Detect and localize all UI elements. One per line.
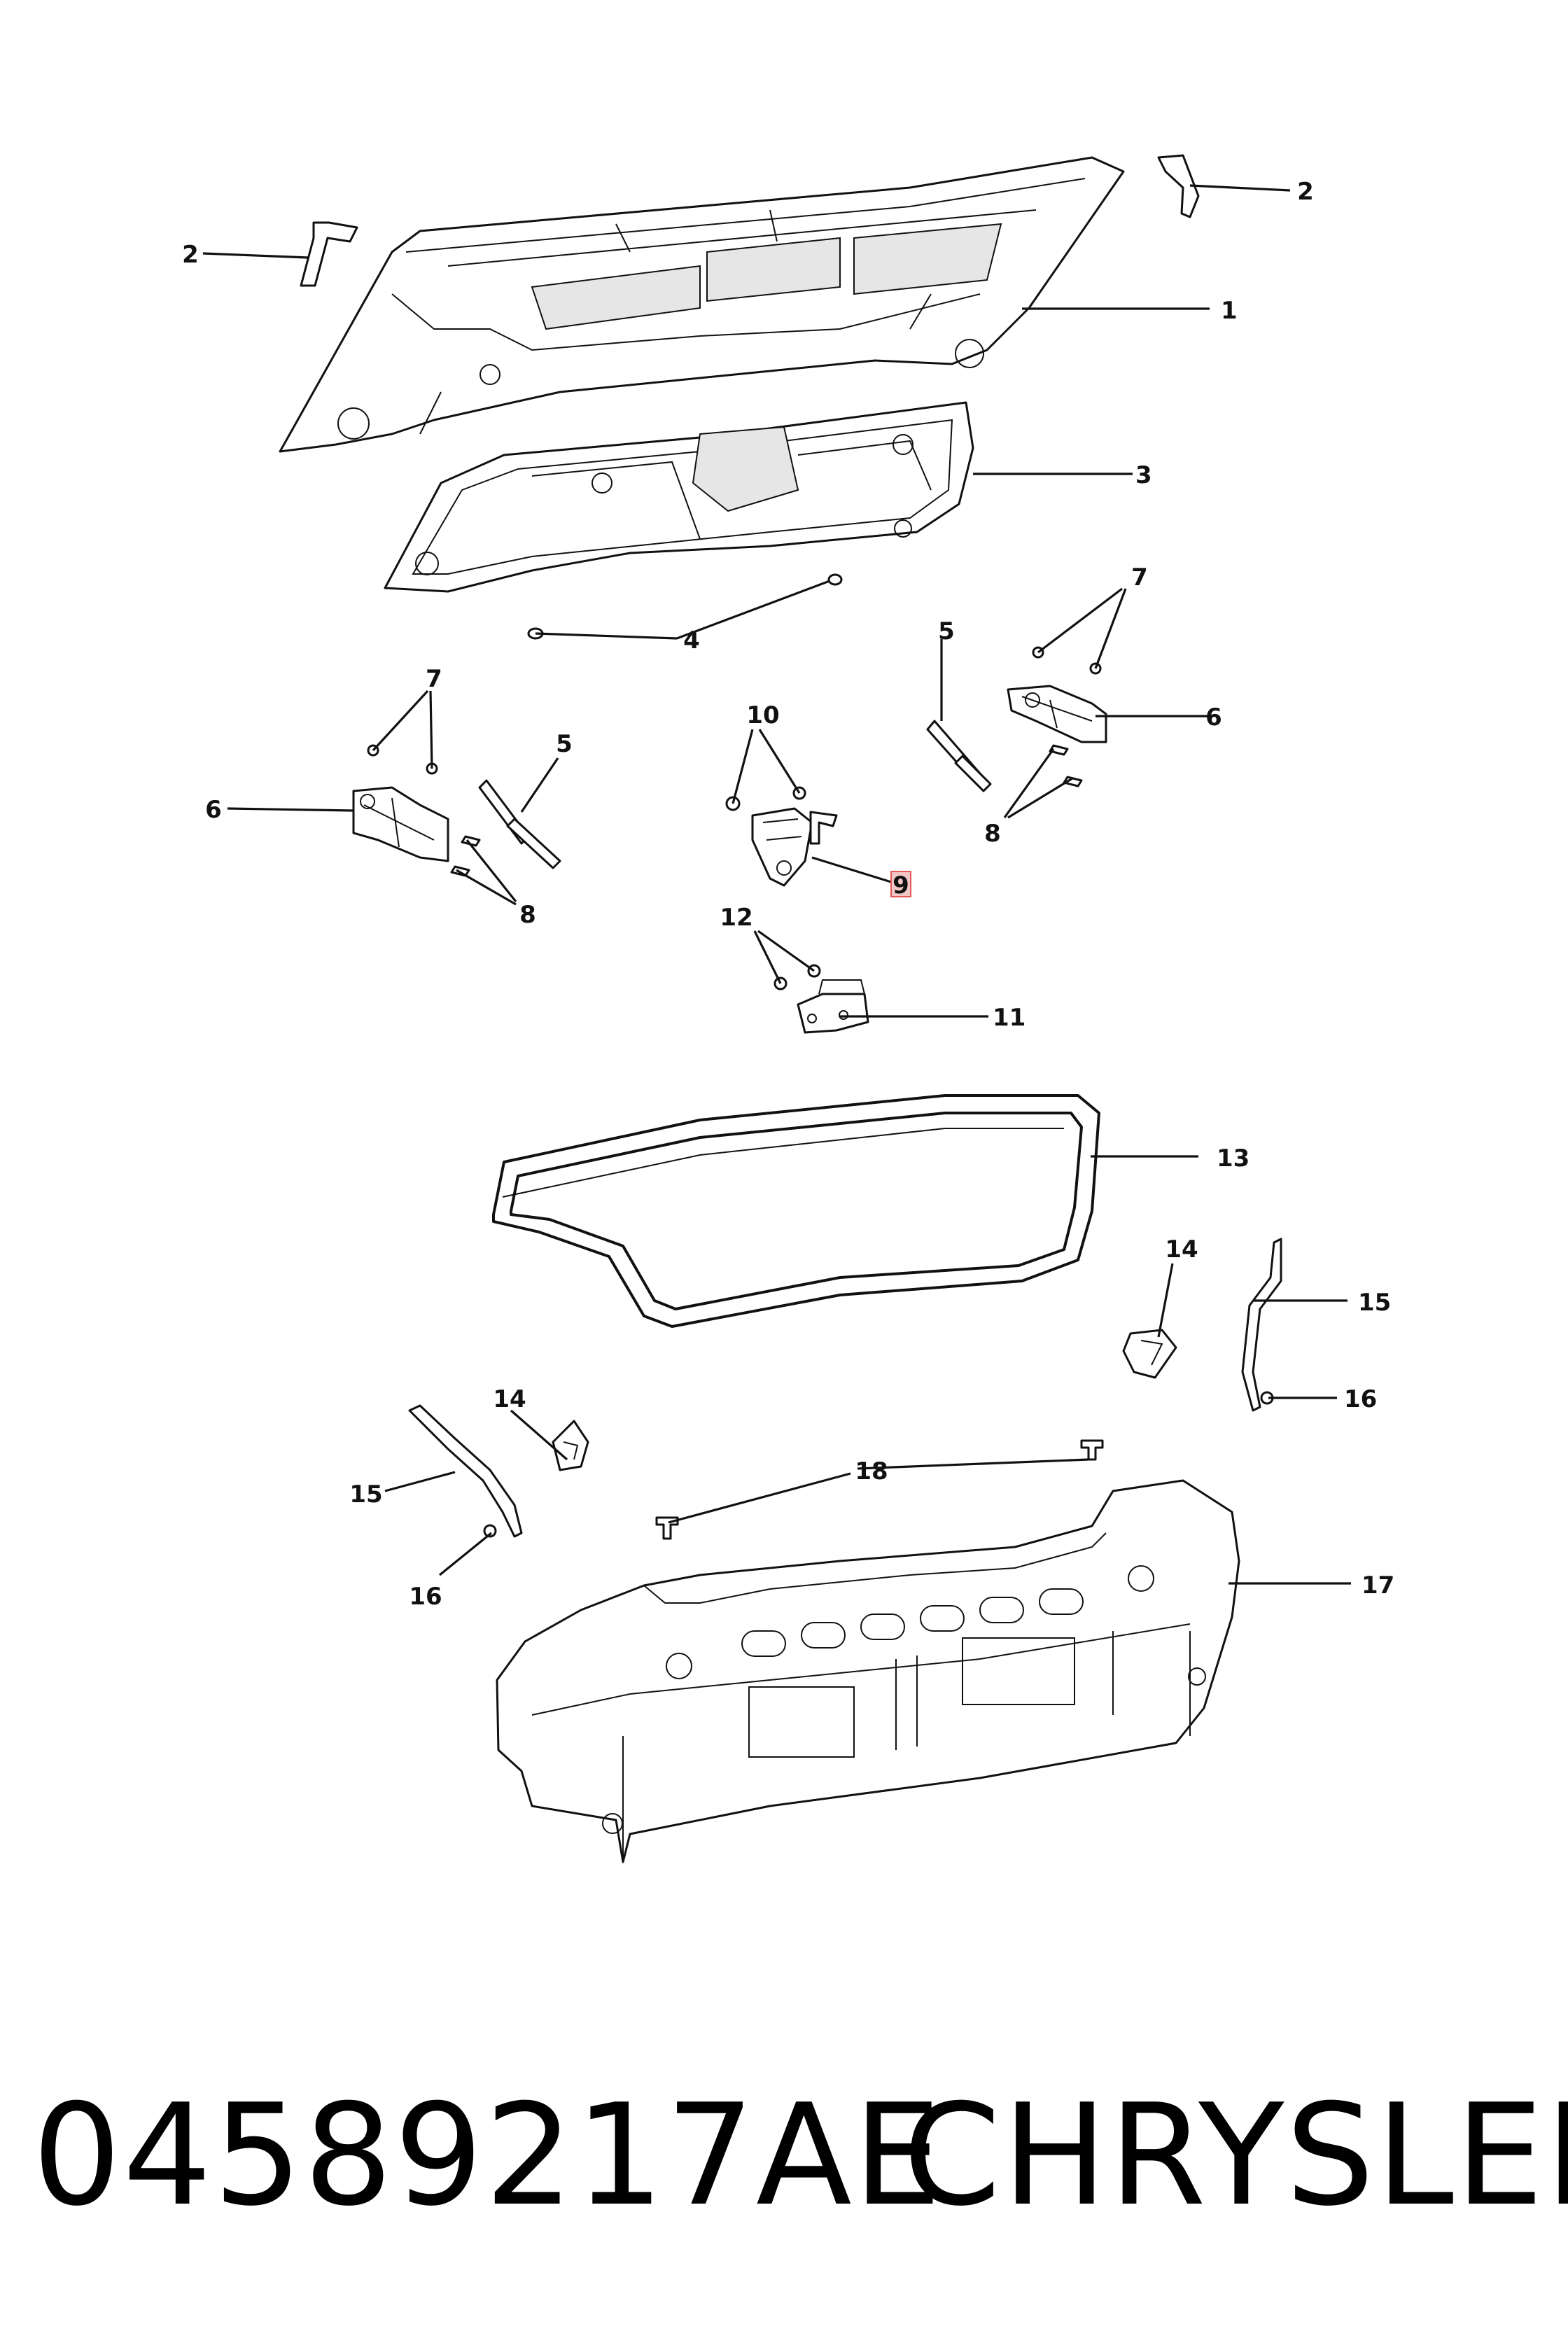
clips: [483, 1391, 1274, 1538]
callout-14-left: 14: [493, 1385, 526, 1413]
exploded-parts-diagram: 1 2 2 3 4 5 5 6 6 7 7 8 8 9 10 11 12 13 …: [182, 154, 1394, 1863]
callout-15-left: 15: [349, 1480, 382, 1508]
callout-4: 4: [683, 626, 700, 654]
callout-9: 9: [892, 872, 909, 899]
callout-16-right: 16: [1344, 1385, 1377, 1413]
callout-9-highlight: [890, 871, 911, 897]
footer-caption: 04589217AE CHRYSLER: [0, 2072, 1568, 2240]
brand-name: CHRYSLER: [903, 2074, 1568, 2237]
screws: [655, 1439, 1104, 1540]
callout-8-right: 8: [984, 820, 1001, 848]
callout-18: 18: [855, 1457, 888, 1485]
hinge-right: [1007, 685, 1107, 743]
callout-15-right: 15: [1358, 1289, 1391, 1317]
hinge-left: [352, 786, 449, 862]
bumper-left: [552, 1420, 589, 1471]
striker: [797, 979, 869, 1034]
callout-16-left: 16: [409, 1583, 442, 1611]
trim-panel: [384, 401, 974, 593]
bracket-right: [1157, 154, 1200, 218]
closeout-slots: [741, 1588, 1084, 1657]
callout-11: 11: [993, 1004, 1026, 1032]
callout-5-left: 5: [556, 730, 573, 758]
gas-strut-right: [926, 720, 992, 792]
deck-lid: [279, 156, 1125, 453]
bracket-left: [300, 221, 358, 287]
closeout-panel: [496, 1479, 1240, 1863]
callout-8-left: 8: [519, 901, 536, 929]
arm-left: [408, 1404, 523, 1538]
callout-2-right: 2: [1297, 178, 1314, 206]
callout-14-right: 14: [1165, 1236, 1198, 1264]
callout-labels: 1 2 2 3 4 5 5 6 6 7 7 8 8 9 10 11 12 13 …: [182, 178, 1394, 1611]
callout-5-right: 5: [938, 617, 955, 645]
callout-13: 13: [1217, 1144, 1250, 1172]
leader-lines: [202, 184, 1351, 1585]
callout-3: 3: [1135, 461, 1152, 489]
latch-assembly: [751, 807, 838, 887]
callout-17: 17: [1362, 1572, 1394, 1600]
part-number: 04589217AE: [32, 2074, 944, 2237]
callout-2-left: 2: [182, 241, 199, 269]
callout-12: 12: [720, 904, 752, 932]
callout-1: 1: [1221, 297, 1238, 325]
bumper-right: [1122, 1329, 1177, 1379]
callout-7-right: 7: [1131, 564, 1148, 592]
arm-right: [1241, 1238, 1282, 1412]
callout-10: 10: [746, 701, 779, 729]
gas-strut-left: [478, 779, 561, 869]
fasteners: [367, 646, 1102, 990]
callout-6-right: 6: [1205, 704, 1222, 732]
callout-6-left: 6: [205, 796, 222, 824]
weatherstrip-seal: [492, 1094, 1100, 1328]
callout-7-left: 7: [426, 665, 442, 693]
